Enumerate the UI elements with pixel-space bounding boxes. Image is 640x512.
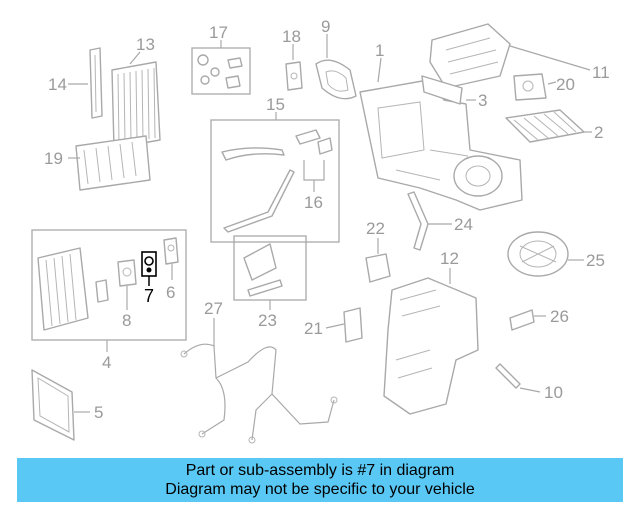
callout-18[interactable]: 18 <box>282 27 301 46</box>
part-20-actuator[interactable] <box>513 73 547 101</box>
callout-6[interactable]: 6 <box>166 283 175 302</box>
callout-13[interactable]: 13 <box>136 35 155 54</box>
part-18-clip[interactable] <box>285 61 303 91</box>
parts-diagram: 13 14 19 17 18 9 1 11 20 3 2 15 16 24 22… <box>31 17 610 444</box>
part-8-valve[interactable] <box>117 259 137 287</box>
part-1-hvac-housing[interactable] <box>359 79 523 211</box>
part-26-vent[interactable] <box>509 309 535 331</box>
banner-line-2: Diagram may not be specific to your vehi… <box>165 481 475 498</box>
part-13-evaporator-core[interactable] <box>111 61 161 149</box>
callout-20[interactable]: 20 <box>556 75 575 94</box>
callout-1[interactable]: 1 <box>375 41 384 60</box>
callout-12[interactable]: 12 <box>440 249 459 268</box>
callout-24[interactable]: 24 <box>454 215 473 234</box>
callout-10[interactable]: 10 <box>544 383 563 402</box>
part-3-actuator[interactable] <box>421 75 463 105</box>
part-15-pipes[interactable] <box>221 129 333 233</box>
part-25-blower[interactable] <box>507 231 569 277</box>
callout-5[interactable]: 5 <box>94 403 103 422</box>
part-9-gasket[interactable] <box>315 59 357 100</box>
banner-line-1: Part or sub-assembly is #7 in diagram <box>185 462 455 479</box>
callout-7-highlighted[interactable]: 7 <box>144 286 154 306</box>
callout-21[interactable]: 21 <box>304 319 323 338</box>
part-23-bracket[interactable] <box>243 243 283 297</box>
callout-9[interactable]: 9 <box>321 17 330 36</box>
callout-3[interactable]: 3 <box>478 91 487 110</box>
part-21-cover[interactable] <box>343 307 363 343</box>
callout-2[interactable]: 2 <box>594 123 603 142</box>
callout-19[interactable]: 19 <box>44 149 63 168</box>
part-2-cabin-filter[interactable] <box>505 109 585 143</box>
callout-26[interactable]: 26 <box>550 307 569 326</box>
part-12-lower-housing[interactable] <box>383 277 479 415</box>
part-4-evaporator[interactable] <box>37 247 109 331</box>
part-24-rod[interactable] <box>407 191 429 251</box>
callout-27[interactable]: 27 <box>204 299 223 318</box>
part-5-seal-frame[interactable] <box>31 369 75 441</box>
callout-14[interactable]: 14 <box>48 75 67 94</box>
part-14-bracket[interactable] <box>89 47 103 119</box>
callout-16[interactable]: 16 <box>304 193 323 212</box>
callout-15[interactable]: 15 <box>266 95 285 114</box>
part-10-sensor[interactable] <box>495 363 521 389</box>
part-19-heater-core[interactable] <box>75 135 151 191</box>
callout-8[interactable]: 8 <box>122 311 131 330</box>
part-6-sensor[interactable] <box>163 237 179 265</box>
callout-4[interactable]: 4 <box>102 353 111 372</box>
part-27-wiring-harness[interactable] <box>180 343 338 444</box>
part-15-box <box>210 119 340 243</box>
callout-22[interactable]: 22 <box>366 219 385 238</box>
info-banner: Part or sub-assembly is #7 in diagram Di… <box>17 458 623 502</box>
leader-lines <box>68 34 592 413</box>
part-7-highlighted[interactable] <box>141 251 157 277</box>
callout-11[interactable]: 11 <box>592 63 610 82</box>
part-11-duct[interactable] <box>429 23 511 89</box>
part-22-clip[interactable] <box>365 253 391 283</box>
callout-17[interactable]: 17 <box>209 23 228 42</box>
part-17-fittings[interactable] <box>197 54 243 89</box>
callout-23[interactable]: 23 <box>258 311 277 330</box>
callout-25[interactable]: 25 <box>586 251 605 270</box>
part-4-box <box>31 229 187 341</box>
